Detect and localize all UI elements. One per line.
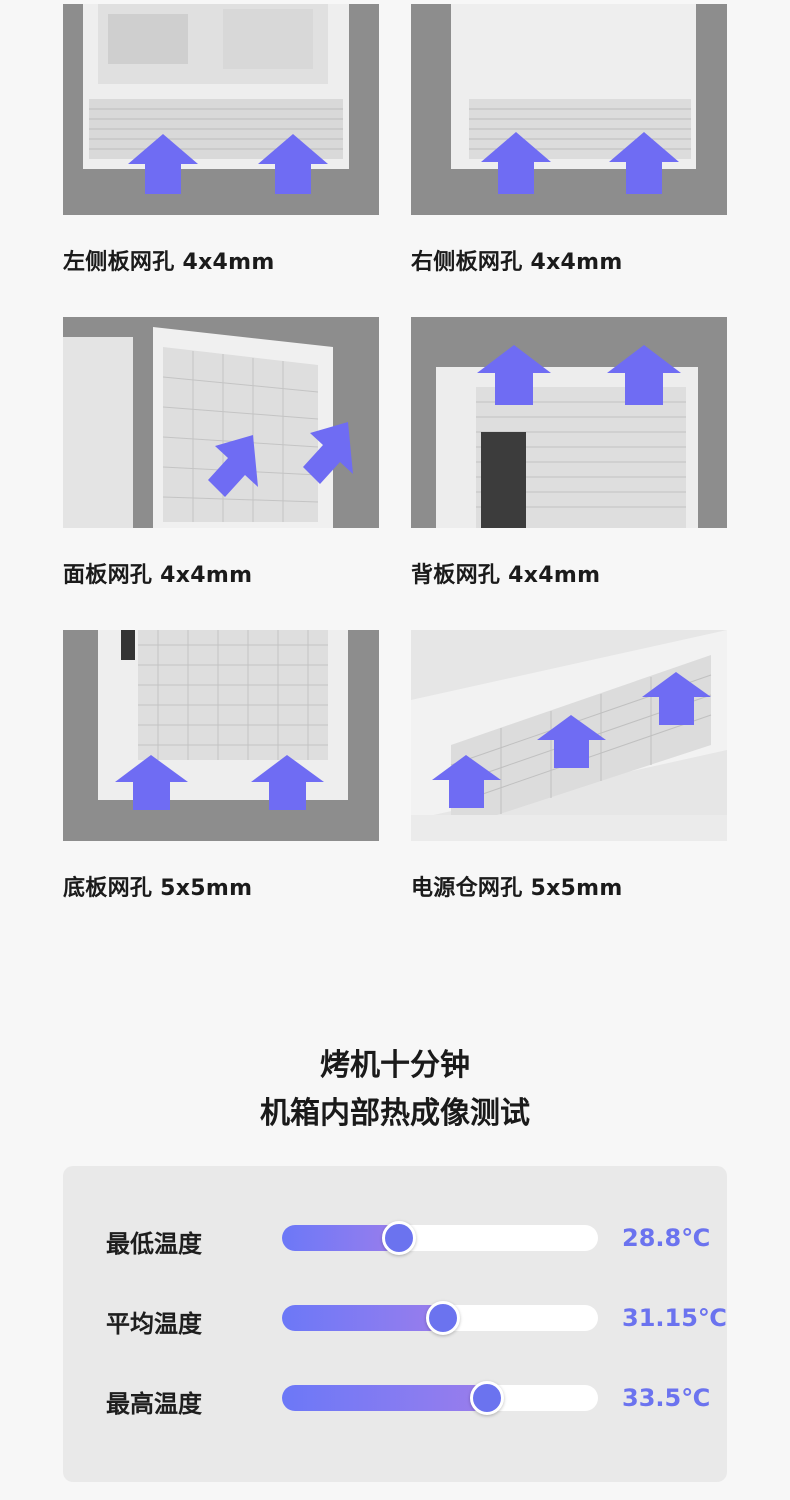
right-panel-photo xyxy=(411,4,727,215)
temperature-knob xyxy=(426,1301,461,1335)
rear-panel-photo xyxy=(411,317,727,528)
temperature-fill xyxy=(282,1385,488,1411)
temperature-knob xyxy=(470,1381,505,1415)
card-caption: 右侧板网孔 4x4mm xyxy=(411,250,623,275)
temperature-label: 最低温度 xyxy=(106,1230,202,1258)
card-rear-panel: 背板网孔 4x4mm xyxy=(411,317,727,588)
bottom-panel-photo xyxy=(63,630,379,841)
temperature-label: 最高温度 xyxy=(106,1390,202,1418)
temperature-row-max: 最高温度 33.5℃ xyxy=(63,1378,727,1418)
temperature-value: 33.5℃ xyxy=(622,1384,711,1412)
temperature-knob xyxy=(381,1221,416,1255)
temperature-value: 28.8℃ xyxy=(622,1224,711,1252)
temperature-fill xyxy=(282,1305,444,1331)
card-front-panel: 面板网孔 4x4mm xyxy=(63,317,379,588)
temperature-track xyxy=(282,1301,598,1335)
temperature-track xyxy=(282,1381,598,1415)
psu-shroud-photo xyxy=(411,630,727,841)
card-bottom-panel: 底板网孔 5x5mm xyxy=(63,630,379,901)
temperature-panel: 最低温度 28.8℃ 平均温度 31.15℃ 最高温度 33.5℃ xyxy=(63,1166,727,1482)
card-caption: 左侧板网孔 4x4mm xyxy=(63,250,275,275)
card-psu-shroud: 电源仓网孔 5x5mm xyxy=(411,630,727,901)
section-heading-line1: 烤机十分钟 xyxy=(320,1048,470,1083)
left-panel-photo xyxy=(63,4,379,215)
card-caption: 面板网孔 4x4mm xyxy=(63,563,253,588)
temperature-label: 平均温度 xyxy=(106,1310,202,1338)
card-right-panel: 右侧板网孔 4x4mm xyxy=(411,4,727,275)
front-panel-photo xyxy=(63,317,379,528)
temperature-fill xyxy=(282,1225,399,1251)
temperature-value: 31.15℃ xyxy=(622,1304,727,1332)
temperature-track xyxy=(282,1221,598,1255)
card-caption: 底板网孔 5x5mm xyxy=(63,876,253,901)
temperature-row-min: 最低温度 28.8℃ xyxy=(63,1218,727,1258)
card-left-panel: 左侧板网孔 4x4mm xyxy=(63,4,379,275)
card-caption: 电源仓网孔 5x5mm xyxy=(411,876,623,901)
section-heading-line2: 机箱内部热成像测试 xyxy=(260,1096,530,1131)
card-caption: 背板网孔 4x4mm xyxy=(411,563,601,588)
temperature-row-avg: 平均温度 31.15℃ xyxy=(63,1298,727,1338)
